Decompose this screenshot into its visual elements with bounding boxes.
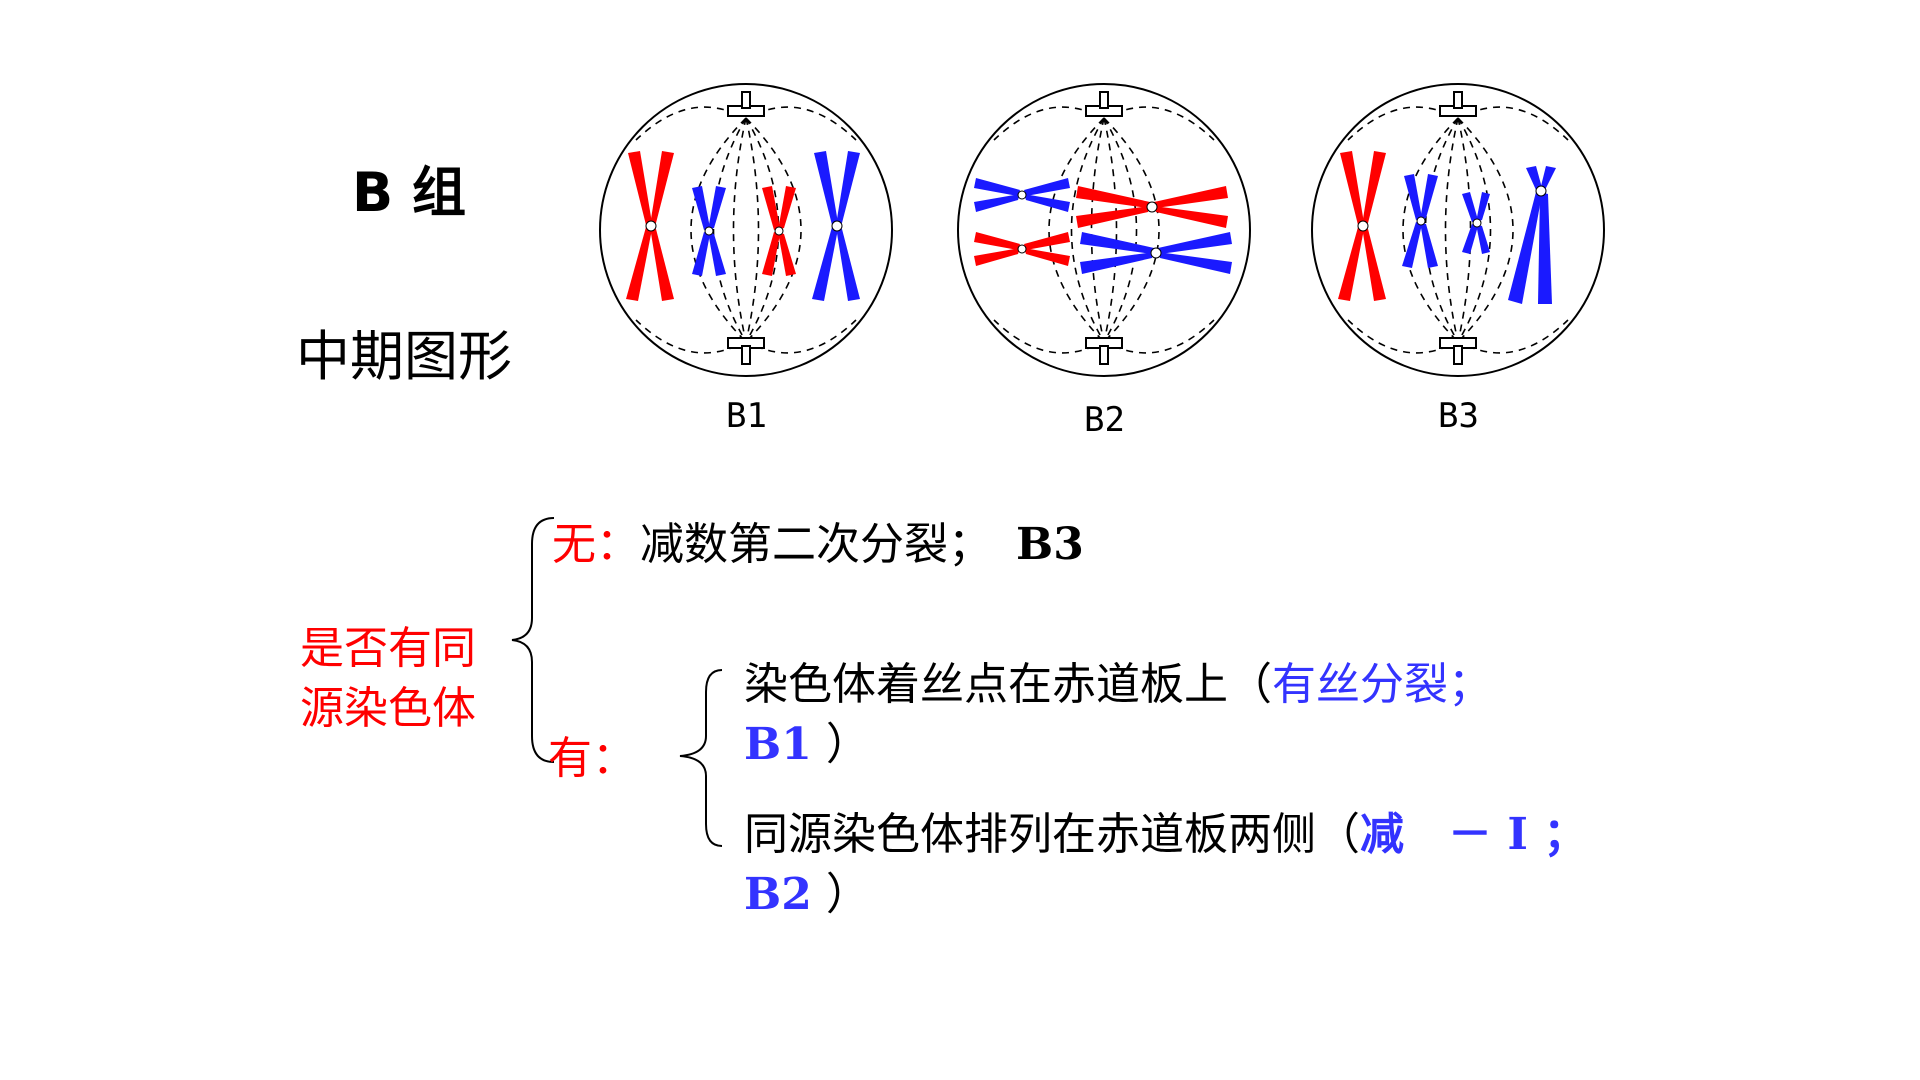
- sub1-line: 染色体着丝点在赤道板上（有丝分裂；: [744, 648, 1492, 712]
- cell-b3-label: B3: [1438, 396, 1479, 436]
- cell-b1: B1: [596, 80, 896, 436]
- cell-b3: B3: [1308, 80, 1608, 436]
- sub2-answer-code: B2: [744, 869, 812, 920]
- chromosome-small-red: [762, 186, 796, 276]
- centrosome-top: [1439, 91, 1477, 117]
- cell-b2-label: B2: [1084, 400, 1125, 440]
- chromosome-small-blue-top: [974, 178, 1070, 212]
- metaphase-subtitle: 中期图形: [296, 325, 512, 388]
- sub2-answer: 减 － I ；: [1360, 809, 1588, 860]
- sub-brace: [679, 669, 723, 847]
- sub1-line-2: B1 ）: [744, 708, 870, 772]
- main-brace: [511, 517, 555, 763]
- chromosome-large-red: [1338, 151, 1386, 301]
- chromosome-small-blue: [692, 186, 726, 276]
- chromosome-small-blue: [1462, 192, 1490, 254]
- question-line-2: 源染色体: [300, 683, 476, 734]
- branch-yes-label: 有：: [548, 733, 636, 784]
- centrosome-bottom: [727, 337, 765, 365]
- chromosome-large-red: [626, 151, 674, 301]
- chromosome-small-red-bottom: [974, 232, 1070, 266]
- sub2-text: 同源染色体排列在赤道板两侧（: [744, 809, 1360, 860]
- sub1-answer: 有丝分裂；: [1272, 659, 1492, 710]
- cell-b1-diagram: [599, 83, 893, 377]
- chromosome-large-red-top: [1076, 186, 1228, 228]
- chromosome-large-blue: [1508, 166, 1556, 304]
- question-line-1: 是否有同: [300, 623, 476, 674]
- chromosome-large-blue-bottom: [1080, 232, 1232, 274]
- branch-no-text: 减数第二次分裂；: [640, 519, 992, 570]
- centrosome-bottom: [1439, 337, 1477, 365]
- centrosome-top: [727, 91, 765, 117]
- centrosome-bottom: [1085, 337, 1123, 365]
- cell-b2-diagram: [957, 83, 1251, 377]
- cell-b1-label: B1: [726, 396, 767, 436]
- branch-no: 无：减数第二次分裂； B3: [552, 508, 1084, 572]
- group-title: B 组: [352, 161, 466, 224]
- sub1-answer-code: B1: [744, 719, 812, 770]
- cell-b3-diagram: [1311, 83, 1605, 377]
- sub2-line-2: B2 ）: [744, 858, 870, 922]
- sub2-line: 同源染色体排列在赤道板两侧（减 － I ；: [744, 798, 1587, 862]
- sub1-close: ）: [825, 719, 870, 770]
- cell-b2: B2: [954, 80, 1254, 440]
- sub2-close: ）: [825, 869, 870, 920]
- chromosome-medium-blue: [1402, 174, 1438, 268]
- sub1-text: 染色体着丝点在赤道板上（: [744, 659, 1272, 710]
- branch-no-label: 无：: [552, 519, 640, 570]
- branch-no-answer: B3: [1016, 519, 1084, 570]
- chromosome-large-blue: [812, 151, 860, 301]
- centrosome-top: [1085, 91, 1123, 117]
